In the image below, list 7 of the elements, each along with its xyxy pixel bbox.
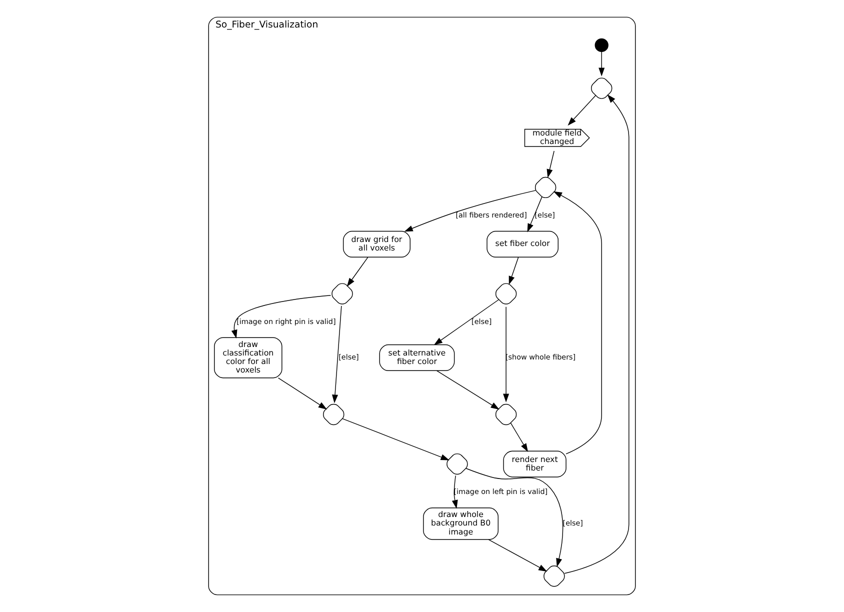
edge-label: [image on right pin is valid] xyxy=(236,316,336,326)
edge-label: [else] xyxy=(534,210,555,220)
edge-label: [else] xyxy=(472,316,492,326)
edge-label: [image on left pin is valid] xyxy=(454,487,548,496)
edge-label: [else] xyxy=(562,518,583,528)
edge-label: [all fibers rendered] xyxy=(456,210,527,220)
edge-label: [else] xyxy=(338,352,359,362)
